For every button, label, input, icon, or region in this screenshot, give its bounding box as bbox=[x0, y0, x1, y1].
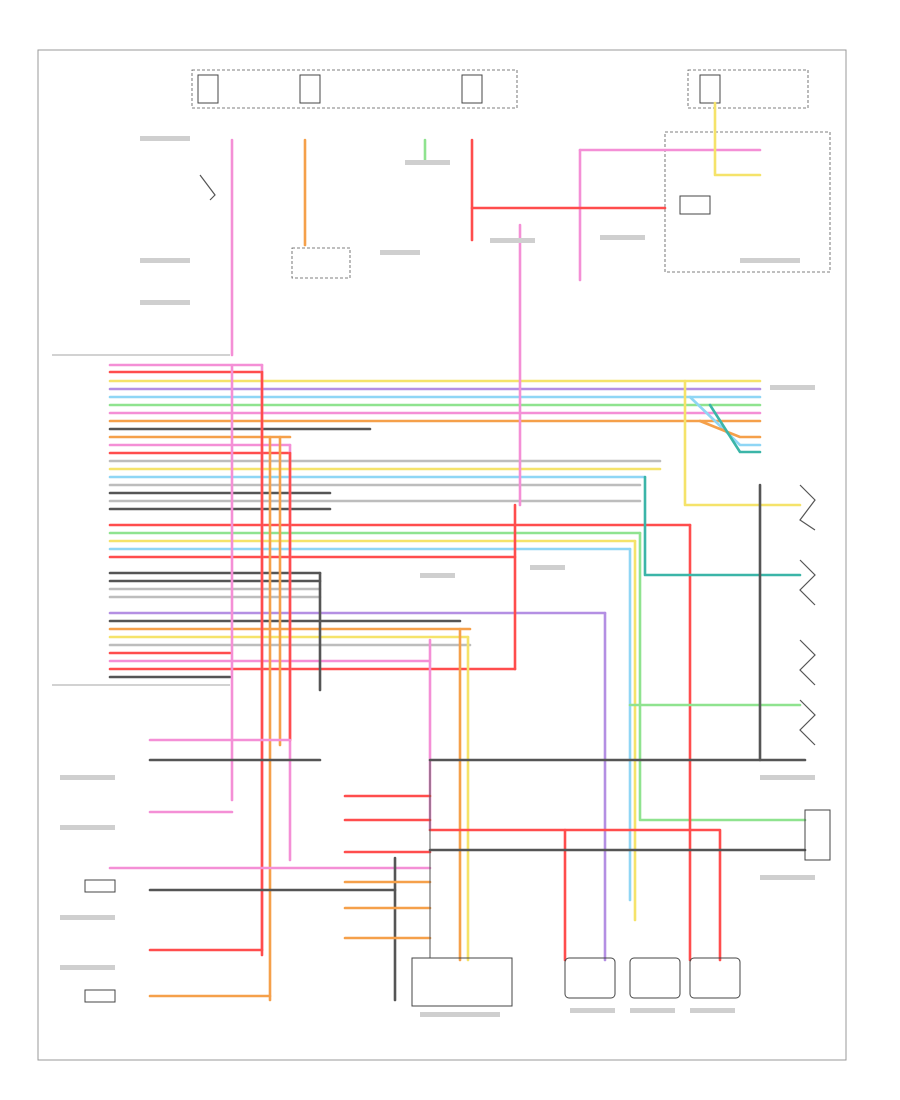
vertical-wires bbox=[230, 101, 807, 1002]
pcm-wire-bundle bbox=[108, 363, 762, 679]
lower-left-wires bbox=[108, 738, 432, 1002]
lower-middle-wires bbox=[343, 483, 807, 940]
label-marks bbox=[60, 136, 815, 1017]
right-harness bbox=[688, 395, 762, 454]
solenoid-block-main bbox=[411, 760, 513, 1007]
sensor-box-3 bbox=[689, 957, 741, 999]
fuse-panel-top bbox=[191, 69, 518, 109]
switch-block-center bbox=[291, 247, 351, 279]
sensor-box-1 bbox=[564, 957, 616, 999]
diagram-frame bbox=[37, 49, 847, 1061]
sensor-box-2 bbox=[629, 957, 681, 999]
left-components bbox=[84, 174, 216, 1003]
right-switch-contacts bbox=[799, 484, 831, 861]
relay-box-right bbox=[664, 131, 831, 273]
pcm-connector bbox=[52, 354, 230, 686]
fuse-panel-right bbox=[687, 69, 809, 109]
